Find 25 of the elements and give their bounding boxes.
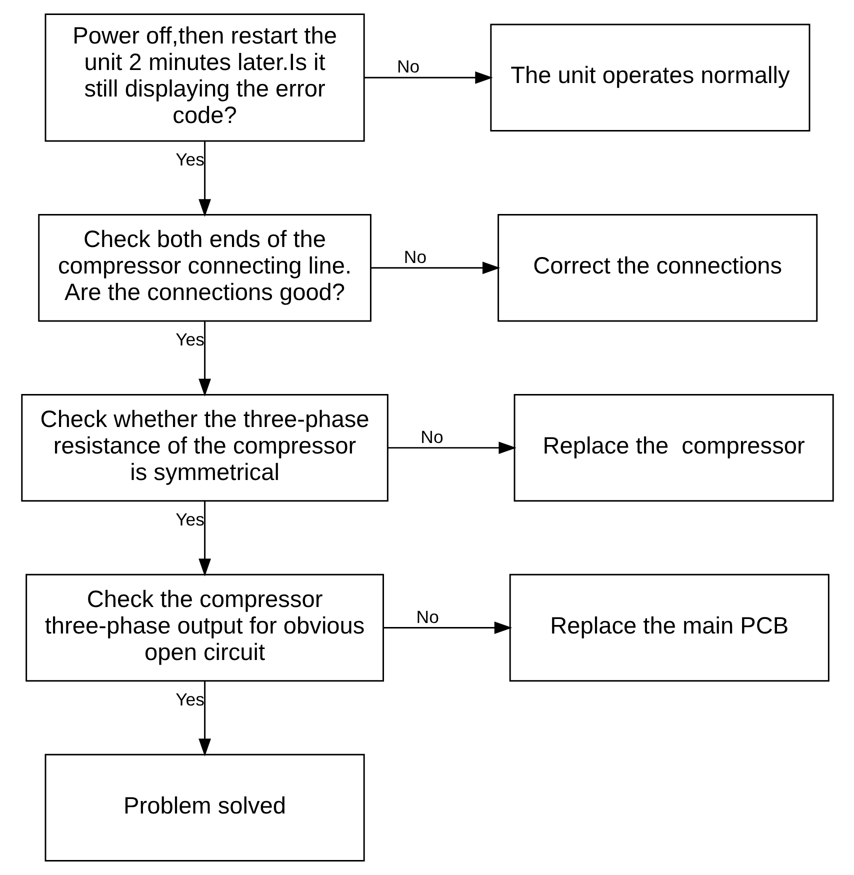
node-box: Check the compressor three-phase output for obvious open circuit [25, 574, 384, 682]
arrow [364, 71, 492, 84]
arrow [370, 262, 500, 274]
arrow [198, 681, 210, 756]
arrow [198, 321, 210, 396]
node-box: Replace the compressor [513, 394, 834, 502]
edge-label: Yes [175, 689, 204, 710]
edge-label: No [403, 246, 426, 267]
arrow [383, 622, 512, 634]
node-box: Problem solved [44, 754, 364, 862]
edge-label: No [420, 426, 443, 447]
edge-label: No [416, 606, 438, 627]
edge-label: Yes [175, 329, 204, 350]
arrow [198, 142, 210, 217]
edge-label: Yes [175, 150, 204, 170]
edge-label: Yes [175, 509, 204, 530]
arrow [388, 442, 516, 454]
node-box: Check both ends of the compressor connecting line. Are the connections good? [38, 214, 371, 322]
node-box: The unit operates normally [490, 24, 810, 132]
node-box: Correct the connections [497, 214, 818, 322]
edge-label: No [396, 56, 420, 77]
node-box: Power off,then restart the unit 2 minutes later.Is it still displaying the error code? [44, 13, 364, 142]
node-box: Check whether the three-phase resistance of the compressor is symmetrical [20, 394, 388, 502]
node-box: Replace the main PCB [508, 574, 829, 682]
arrow [198, 501, 210, 576]
